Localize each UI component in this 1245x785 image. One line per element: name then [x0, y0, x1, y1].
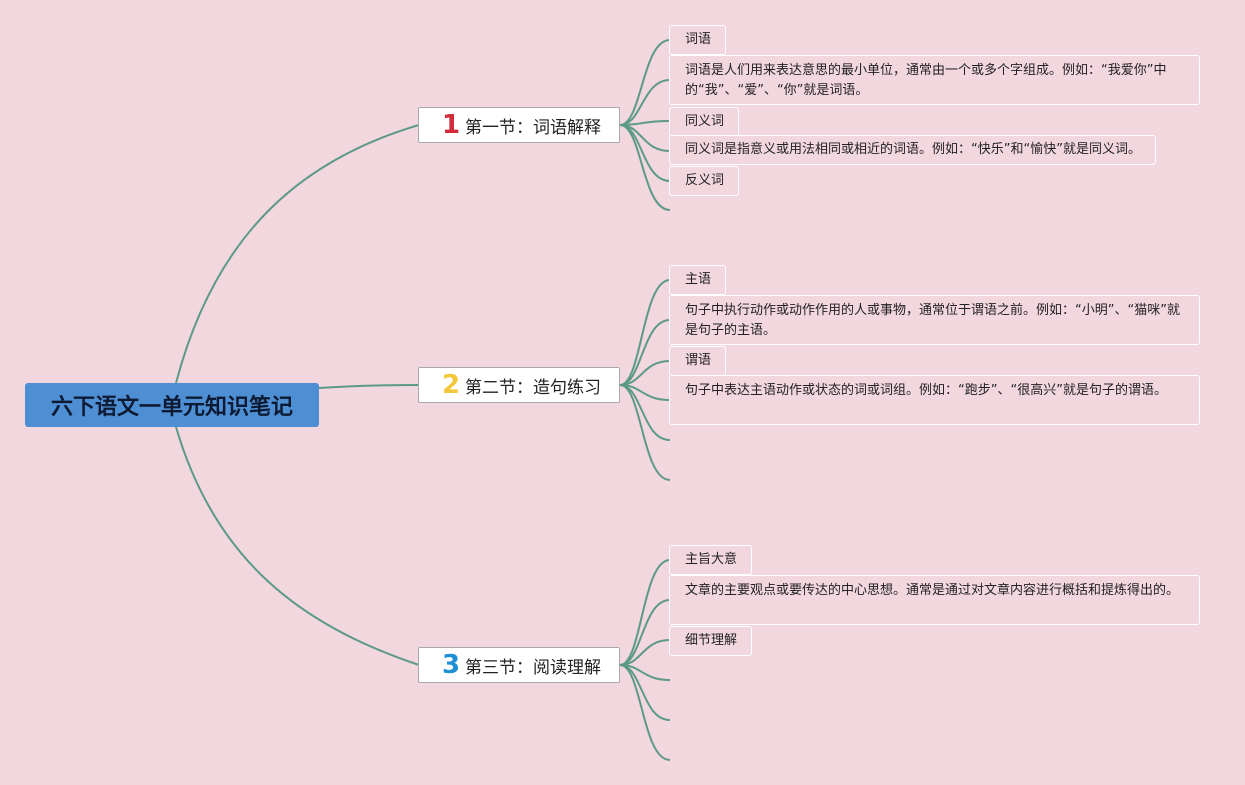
connector-central-section-2: [318, 384, 420, 389]
leaf-topic[interactable]: 句子中执行动作或动作作用的人或事物，通常位于谓语之前。例如：“小明”、“猫咪”就…: [669, 295, 1200, 345]
connector-central-section-1: [175, 124, 420, 384]
connector-section-1-leaf-2: [619, 79, 671, 126]
connector-section-2-leaf-2: [619, 319, 671, 386]
connector-section-1-leaf-1: [619, 39, 671, 126]
section-title: 第一节：词语解释: [465, 117, 601, 138]
connector-section-3-leaf-1: [619, 559, 671, 666]
connector-section-3-leaf-6: [619, 664, 671, 761]
connector-section-2-leaf-6: [619, 384, 671, 481]
leaf-topic[interactable]: 句子中表达主语动作或状态的词或词组。例如：“跑步”、“很高兴”就是句子的谓语。: [669, 375, 1200, 425]
number-3-icon: 3: [441, 650, 461, 680]
leaf-topic[interactable]: 词语是人们用来表达意思的最小单位，通常由一个或多个字组成。例如：“我爱你”中的“…: [669, 55, 1200, 105]
connector-section-3-leaf-3: [619, 639, 671, 666]
section-title: 第三节：阅读理解: [465, 657, 601, 678]
leaf-topic[interactable]: 谓语: [669, 346, 727, 376]
leaf-topic[interactable]: 细节理解: [669, 626, 753, 656]
section-topic-2[interactable]: 2 第二节：造句练习: [418, 367, 620, 403]
central-topic-label: 六下语文一单元知识笔记: [50, 395, 293, 420]
section-topic-3[interactable]: 3 第三节：阅读理解: [418, 647, 620, 683]
leaf-topic[interactable]: 词语: [669, 25, 727, 55]
section-topic-1[interactable]: 1 第一节：词语解释: [418, 107, 620, 143]
leaf-topic[interactable]: 主语: [669, 265, 727, 295]
section-title: 第二节：造句练习: [465, 377, 601, 398]
central-topic[interactable]: 六下语文一单元知识笔记: [25, 383, 319, 427]
leaf-topic[interactable]: 反义词: [669, 166, 740, 196]
leaf-topic[interactable]: 同义词是指意义或用法相同或相近的词语。例如：“快乐”和“愉快”就是同义词。: [669, 135, 1156, 165]
leaf-topic[interactable]: 同义词: [669, 107, 740, 137]
connector-section-1-leaf-6: [619, 124, 671, 211]
leaf-topic[interactable]: 文章的主要观点或要传达的中心思想。通常是通过对文章内容进行概括和提炼得出的。: [669, 575, 1200, 625]
connector-section-3-leaf-2: [619, 599, 671, 666]
connector-section-2-leaf-1: [619, 279, 671, 386]
number-2-icon: 2: [441, 370, 461, 400]
connector-central-section-3: [175, 426, 420, 666]
connector-section-2-leaf-3: [619, 360, 671, 386]
leaf-topic[interactable]: 主旨大意: [669, 545, 753, 575]
number-1-icon: 1: [441, 110, 461, 140]
